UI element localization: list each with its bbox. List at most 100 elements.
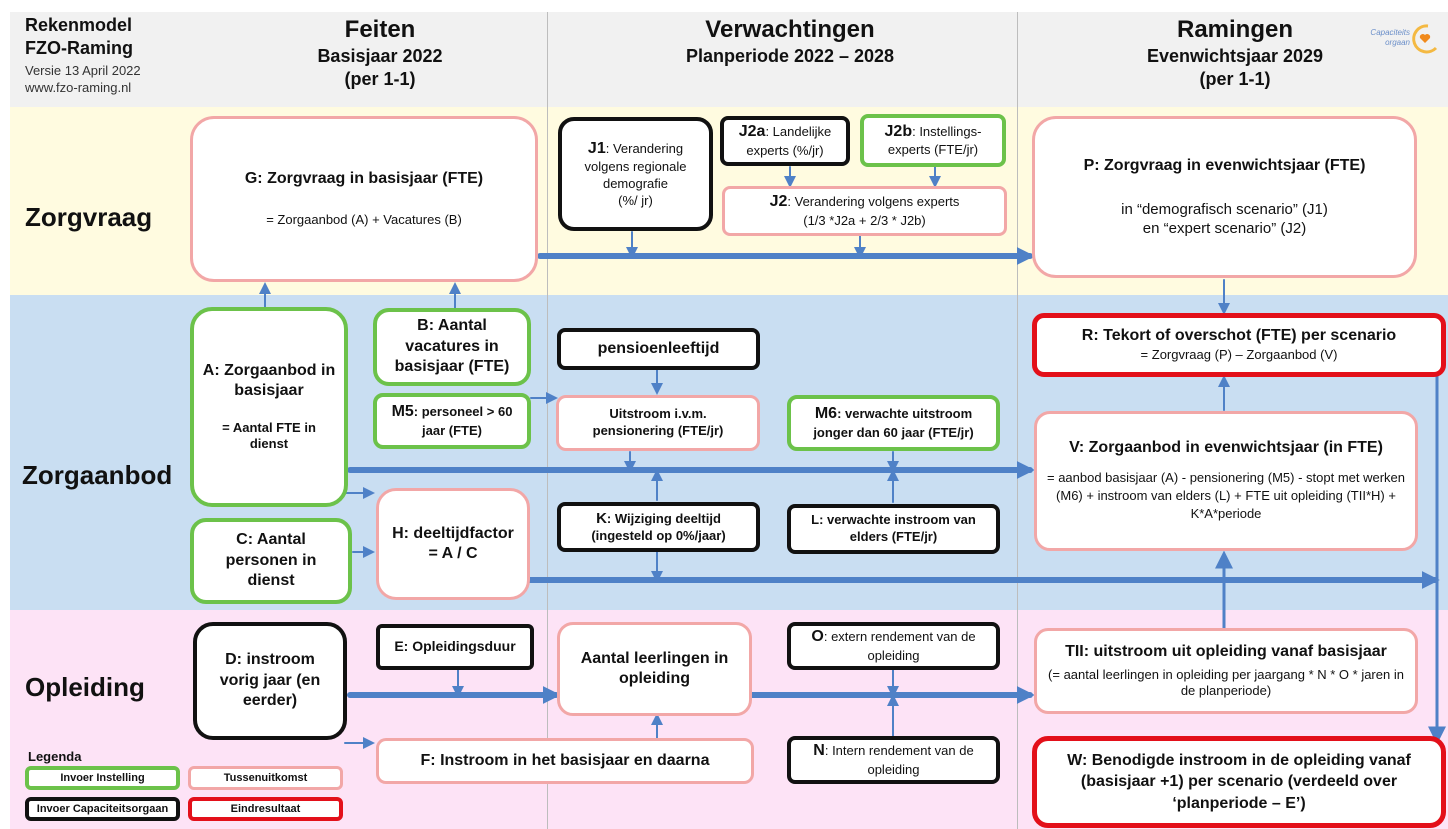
box-J2b-text: J2b: Instellings-experts (FTE/jr)	[872, 122, 994, 159]
box-M5-desc: : personeel > 60 jaar (FTE)	[413, 404, 513, 438]
header-feiten: Feiten Basisjaar 2022 (per 1-1)	[260, 16, 500, 90]
box-J1-unit: (%/ jr)	[618, 192, 653, 208]
box-E-title: E: Opleidingsduur	[394, 638, 516, 655]
box-D-instroom-vorig-jaar: D: instroom vorig jaar (en eerder)	[193, 622, 347, 740]
legend-invoer-instelling: Invoer Instelling	[25, 766, 180, 790]
box-B-vacatures: B: Aantal vacatures in basisjaar (FTE)	[373, 308, 531, 386]
box-TII-formula: (= aantal leerlingen in opleiding per ja…	[1048, 666, 1404, 699]
legend-eindresultaat: Eindresultaat	[188, 797, 343, 821]
box-TII-uitstroom-opleiding: TII: uitstroom uit opleiding vanaf basis…	[1034, 628, 1418, 714]
box-leerlingen-text: Aantal leerlingen in opleiding	[580, 649, 729, 687]
box-N-intern-rendement: N: Intern rendement van de opleiding	[787, 736, 1000, 784]
box-K-desc: : Wijziging deeltijd (ingesteld op 0%/ja…	[591, 511, 726, 544]
model-info: Rekenmodel FZO-Raming Versie 13 April 20…	[25, 15, 141, 95]
box-A-title: A: Zorgaanbod in basisjaar	[202, 361, 336, 400]
logo-text-2: orgaan	[1385, 37, 1410, 47]
box-R-tekort-overschot: R: Tekort of overschot (FTE) per scenari…	[1032, 313, 1446, 377]
box-F-title: F: Instroom in het basisjaar en daarna	[420, 751, 710, 769]
box-uitstroom-pensionering: Uitstroom i.v.m. pensionering (FTE/jr)	[556, 395, 760, 451]
box-V-zorgaanbod-evenwichtsjaar: V: Zorgaanbod in evenwichtsjaar (in FTE)…	[1034, 411, 1418, 551]
box-N-desc: : Intern rendement van de opleiding	[824, 743, 974, 777]
column-divider-2	[1017, 12, 1018, 829]
box-P-title: P: Zorgvraag in evenwichtsjaar (FTE)	[1083, 156, 1366, 174]
box-J2-desc: : Verandering volgens experts	[787, 194, 960, 210]
box-D-title: D: instroom vorig jaar (en eerder)	[219, 651, 321, 710]
box-pensioen-text: pensioenleeftijd	[597, 339, 720, 357]
box-M6-uitstroom-jonger-60: M6: verwachte uitstroom jonger dan 60 ja…	[787, 395, 1000, 451]
box-H-formula: = A / C	[428, 545, 478, 562]
logo-text: Capaciteits orgaan	[1370, 28, 1410, 47]
box-J2-code: J2	[769, 193, 788, 211]
arrow-R-to-W	[1423, 368, 1446, 745]
legend-tussenuitkomst: Tussenuitkomst	[188, 766, 343, 790]
row-label-zorgaanbod: Zorgaanbod	[22, 460, 173, 490]
box-R-formula: = Zorgvraag (P) – Zorgaanbod (V)	[1140, 346, 1338, 362]
box-uitstroom-text: Uitstroom i.v.m. pensionering (FTE/jr)	[592, 406, 724, 438]
logo-heart-icon	[1412, 24, 1438, 54]
box-N-text: N: Intern rendement van de opleiding	[799, 741, 988, 778]
box-G-title: G: Zorgvraag in basisjaar (FTE)	[244, 170, 484, 188]
ramingen-sub1: Evenwichtsjaar 2029	[1146, 46, 1324, 66]
box-aantal-leerlingen: Aantal leerlingen in opleiding	[557, 622, 752, 716]
box-M6-desc: : verwachte uitstroom jonger dan 60 jaar…	[813, 406, 974, 440]
box-G-formula: = Zorgaanbod (A) + Vacatures (B)	[266, 211, 462, 227]
box-J1-text: J1: Verandering volgens regionale demogr…	[570, 139, 701, 193]
box-C-personen-in-dienst: C: Aantal personen in dienst	[190, 518, 352, 604]
model-title-1: Rekenmodel	[25, 15, 133, 35]
box-B-title: B: Aantal vacatures in basisjaar (FTE)	[394, 317, 510, 376]
legend-invoer-capaciteitsorgaan: Invoer Capaciteitsorgaan	[25, 797, 180, 821]
box-J1-demografie: J1: Verandering volgens regionale demogr…	[558, 117, 713, 231]
box-TII-title: TII: uitstroom uit opleiding vanaf basis…	[1065, 643, 1387, 661]
row-label-zorgvraag: Zorgvraag	[25, 202, 153, 232]
box-H-deeltijdfactor: H: deeltijdfactor = A / C	[376, 488, 530, 600]
box-P-zorgvraag-evenwichtsjaar: P: Zorgvraag in evenwichtsjaar (FTE) in …	[1032, 116, 1417, 278]
box-O-code: O	[811, 628, 824, 646]
header-verwachtingen: Verwachtingen Planperiode 2022 – 2028	[640, 16, 940, 67]
box-J1-desc: : Verandering volgens regionale demograf…	[584, 140, 687, 191]
box-H-title: H: deeltijdfactor	[392, 524, 514, 542]
box-J2-text: J2: Verandering volgens experts	[770, 192, 960, 212]
box-C-title: C: Aantal personen in dienst	[225, 531, 317, 590]
box-R-title: R: Tekort of overschot (FTE) per scenari…	[1081, 327, 1397, 345]
feiten-sub1: Basisjaar 2022	[317, 46, 443, 66]
box-J2-verandering-experts: J2: Verandering volgens experts (1/3 *J2…	[722, 186, 1007, 236]
box-G-zorgvraag-basisjaar: G: Zorgvraag in basisjaar (FTE) = Zorgaa…	[190, 116, 538, 282]
box-V-formula: = aanbod basisjaar (A) - pensionering (M…	[1046, 469, 1406, 522]
verwachtingen-title: Verwachtingen	[705, 16, 875, 43]
box-F-instroom-basisjaar: F: Instroom in het basisjaar en daarna	[376, 738, 754, 784]
box-W-benodigde-instroom: W: Benodigde instroom in de opleiding va…	[1032, 736, 1446, 828]
box-K-code: K	[596, 510, 607, 528]
box-P-line2: en “expert scenario” (J2)	[1142, 220, 1307, 238]
feiten-title: Feiten	[344, 16, 416, 43]
box-K-text: K: Wijziging deeltijd (ingesteld op 0%/j…	[569, 509, 748, 545]
box-pensioenleeftijd: pensioenleeftijd	[557, 328, 760, 370]
box-J2a-text: J2a: Landelijke experts (%/jr)	[732, 122, 838, 159]
column-divider-1	[547, 12, 548, 829]
box-P-line1: in “demografisch scenario” (J1)	[1121, 201, 1328, 219]
header-ramingen: Ramingen Evenwichtsjaar 2029 (per 1-1)	[1100, 16, 1370, 90]
model-title-2: FZO-Raming	[25, 38, 133, 58]
box-J2b-desc: : Instellings-experts (FTE/jr)	[887, 123, 982, 158]
logo-text-1: Capaciteits	[1370, 28, 1410, 37]
box-J2-formula: (1/3 *J2a + 2/3 * J2b)	[803, 212, 926, 228]
box-N-code: N	[813, 742, 825, 760]
capaciteitsorgaan-logo: Capaciteits orgaan	[1358, 22, 1440, 58]
box-J2b-code: J2b	[884, 122, 913, 140]
box-A-zorgaanbod-basisjaar: A: Zorgaanbod in basisjaar = Aantal FTE …	[190, 307, 348, 507]
box-J1-code: J1	[587, 139, 606, 157]
box-L-instroom-elders: L: verwachte instroom van elders (FTE/jr…	[787, 504, 1000, 554]
box-K-wijziging-deeltijd: K: Wijziging deeltijd (ingesteld op 0%/j…	[557, 502, 760, 552]
box-E-opleidingsduur: E: Opleidingsduur	[376, 624, 534, 670]
box-J2a-landelijke-experts: J2a: Landelijke experts (%/jr)	[720, 116, 850, 166]
box-M5-personeel-60: M5: personeel > 60 jaar (FTE)	[373, 393, 531, 449]
ramingen-sub2: (per 1-1)	[1199, 69, 1271, 89]
feiten-sub2: (per 1-1)	[344, 69, 416, 89]
box-J2a-code: J2a	[738, 123, 766, 141]
box-M5-code: M5	[391, 403, 414, 421]
box-W-title: W: Benodigde instroom in de opleiding va…	[1067, 751, 1411, 812]
box-O-text: O: extern rendement van de opleiding	[799, 627, 988, 664]
box-M6-code: M6	[814, 405, 838, 423]
ramingen-title: Ramingen	[1176, 16, 1293, 43]
verwachtingen-sub1: Planperiode 2022 – 2028	[685, 46, 895, 66]
box-O-desc: : extern rendement van de opleiding	[823, 629, 976, 663]
